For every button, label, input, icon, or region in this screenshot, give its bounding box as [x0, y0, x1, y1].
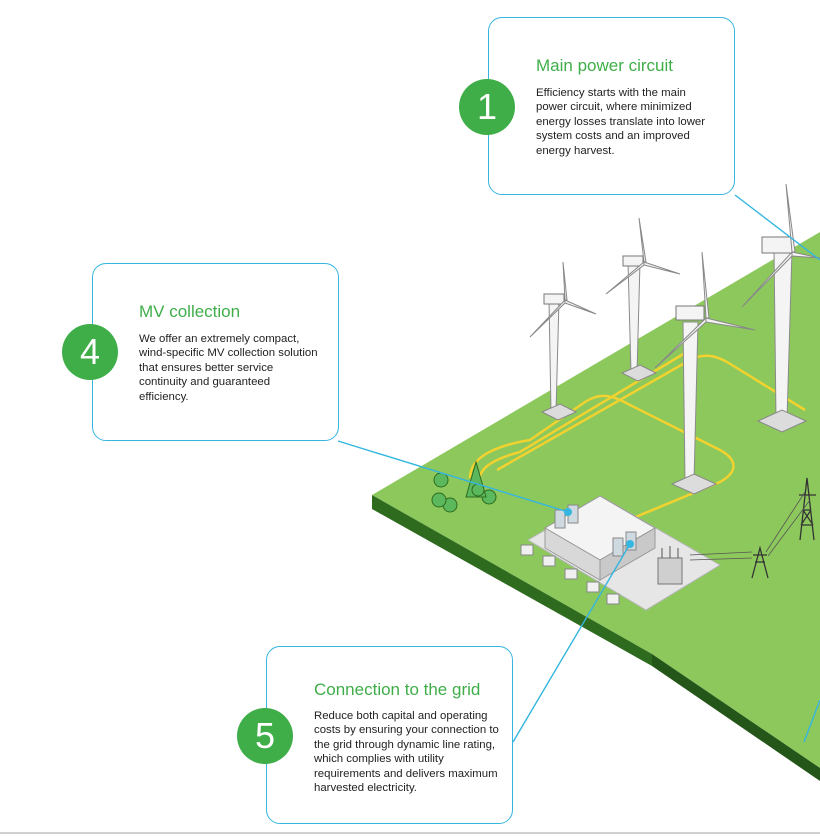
- step-badge-5: 5: [237, 708, 293, 764]
- transmission-tower-icon: [689, 477, 816, 579]
- callout-text: We offer an extremely compact, wind-spec…: [139, 333, 318, 403]
- callout-title: Connection to the grid: [314, 680, 481, 699]
- tree-icon: [431, 460, 497, 513]
- callout-text: Efficiency starts with the main power ci…: [536, 87, 706, 157]
- step-badge-4: 4: [62, 324, 118, 380]
- footer-divider: [0, 832, 820, 834]
- step-badge-1: 1: [459, 79, 515, 135]
- leader-lines: [337, 194, 820, 743]
- callout-mv-collection: MV collection We offer an extremely comp…: [92, 263, 339, 441]
- callout-main-power-circuit: Main power circuit Efficiency starts wit…: [488, 17, 735, 195]
- cabinet-row: [520, 544, 620, 605]
- wind-turbine-icon: [529, 183, 820, 495]
- callout-title: Main power circuit: [536, 56, 673, 75]
- transformer-icon: [657, 546, 683, 585]
- callout-connection-to-grid: Connection to the grid Reduce both capit…: [266, 646, 513, 824]
- callout-title: MV collection: [139, 302, 241, 321]
- callout-text: Reduce both capital and operating costs …: [314, 710, 499, 795]
